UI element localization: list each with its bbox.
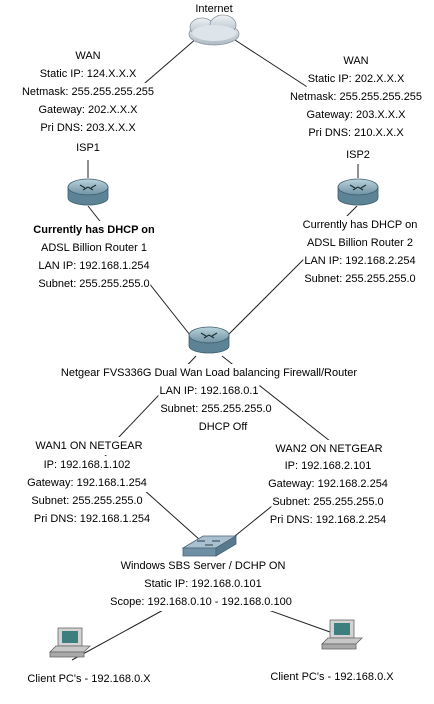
isp2-model: ADSL Billion Router 2 [306,234,414,252]
wan2-ip: IP: 192.168.2.101 [283,457,373,475]
router-2-icon [337,178,379,206]
isp2-subnet: Subnet: 255.255.255.0 [303,270,417,288]
isp1-static-ip: Static IP: 124.X.X.X [38,65,138,83]
isp1-dhcp-note: Currently has DHCP on [32,221,156,239]
netgear-dhcp: DHCP Off [197,418,249,436]
client-pc-left-icon [49,627,91,658]
isp2-wan-title: WAN [342,52,370,70]
isp1-gateway: Gateway: 202.X.X.X [37,101,139,119]
wan1-subnet: Subnet: 255.255.255.0 [30,492,144,510]
wan2-pri-dns: Pri DNS: 192.168.2.254 [268,511,388,529]
isp2-dhcp-note: Currently has DHCP on [301,216,419,234]
client-pc-right-icon [321,619,363,650]
isp2-netmask: Netmask: 255.255.255.255 [288,88,424,106]
wan1-gateway: Gateway: 192.168.1.254 [26,474,148,492]
server-title: Windows SBS Server / DCHP ON [119,557,287,575]
isp1-pri-dns: Pri DNS: 203.X.X.X [39,119,137,137]
wan2-title: WAN2 ON NETGEAR [274,440,384,458]
isp1-wan-title: WAN [74,47,102,65]
wan1-title: WAN1 ON NETGEAR [34,437,144,455]
router-1-icon [67,178,109,206]
wan2-gateway: Gateway: 192.168.2.254 [267,475,389,493]
internet-label: Internet [195,3,233,15]
isp1-netmask: Netmask: 255.255.255.255 [20,83,156,101]
server-static-ip: Static IP: 192.168.0.101 [143,575,263,593]
internet-cloud-icon [188,14,240,46]
isp1-name: ISP1 [75,139,101,157]
isp2-lan-ip: LAN IP: 192.168.2.254 [303,252,417,270]
isp2-name: ISP2 [345,146,371,164]
switch-icon [181,535,238,557]
netgear-router-icon [188,326,230,354]
netgear-subnet: Subnet: 255.255.255.0 [159,400,273,418]
client-left-label: Client PC's - 192.168.0.X [26,670,152,688]
wan1-pri-dns: Pri DNS: 192.168.1.254 [32,510,152,528]
isp1-model: ADSL Billion Router 1 [40,239,148,257]
isp2-gateway: Gateway: 203.X.X.X [305,106,407,124]
client-right-label: Client PC's - 192.168.0.X [269,668,395,686]
isp1-subnet: Subnet: 255.255.255.0 [37,275,151,293]
isp1-lan-ip: LAN IP: 192.168.1.254 [37,257,151,275]
wan2-subnet: Subnet: 255.255.255.0 [271,493,385,511]
wan1-ip: IP: 192.168.1.102 [42,456,132,474]
netgear-lan-ip: LAN IP: 192.168.0.1 [158,382,260,400]
isp2-pri-dns: Pri DNS: 210.X.X.X [307,124,405,142]
netgear-title: Netgear FVS336G Dual Wan Load balancing … [59,364,359,382]
isp2-static-ip: Static IP: 202.X.X.X [306,70,406,88]
server-scope: Scope: 192.168.0.10 - 192.168.0.100 [109,593,293,611]
